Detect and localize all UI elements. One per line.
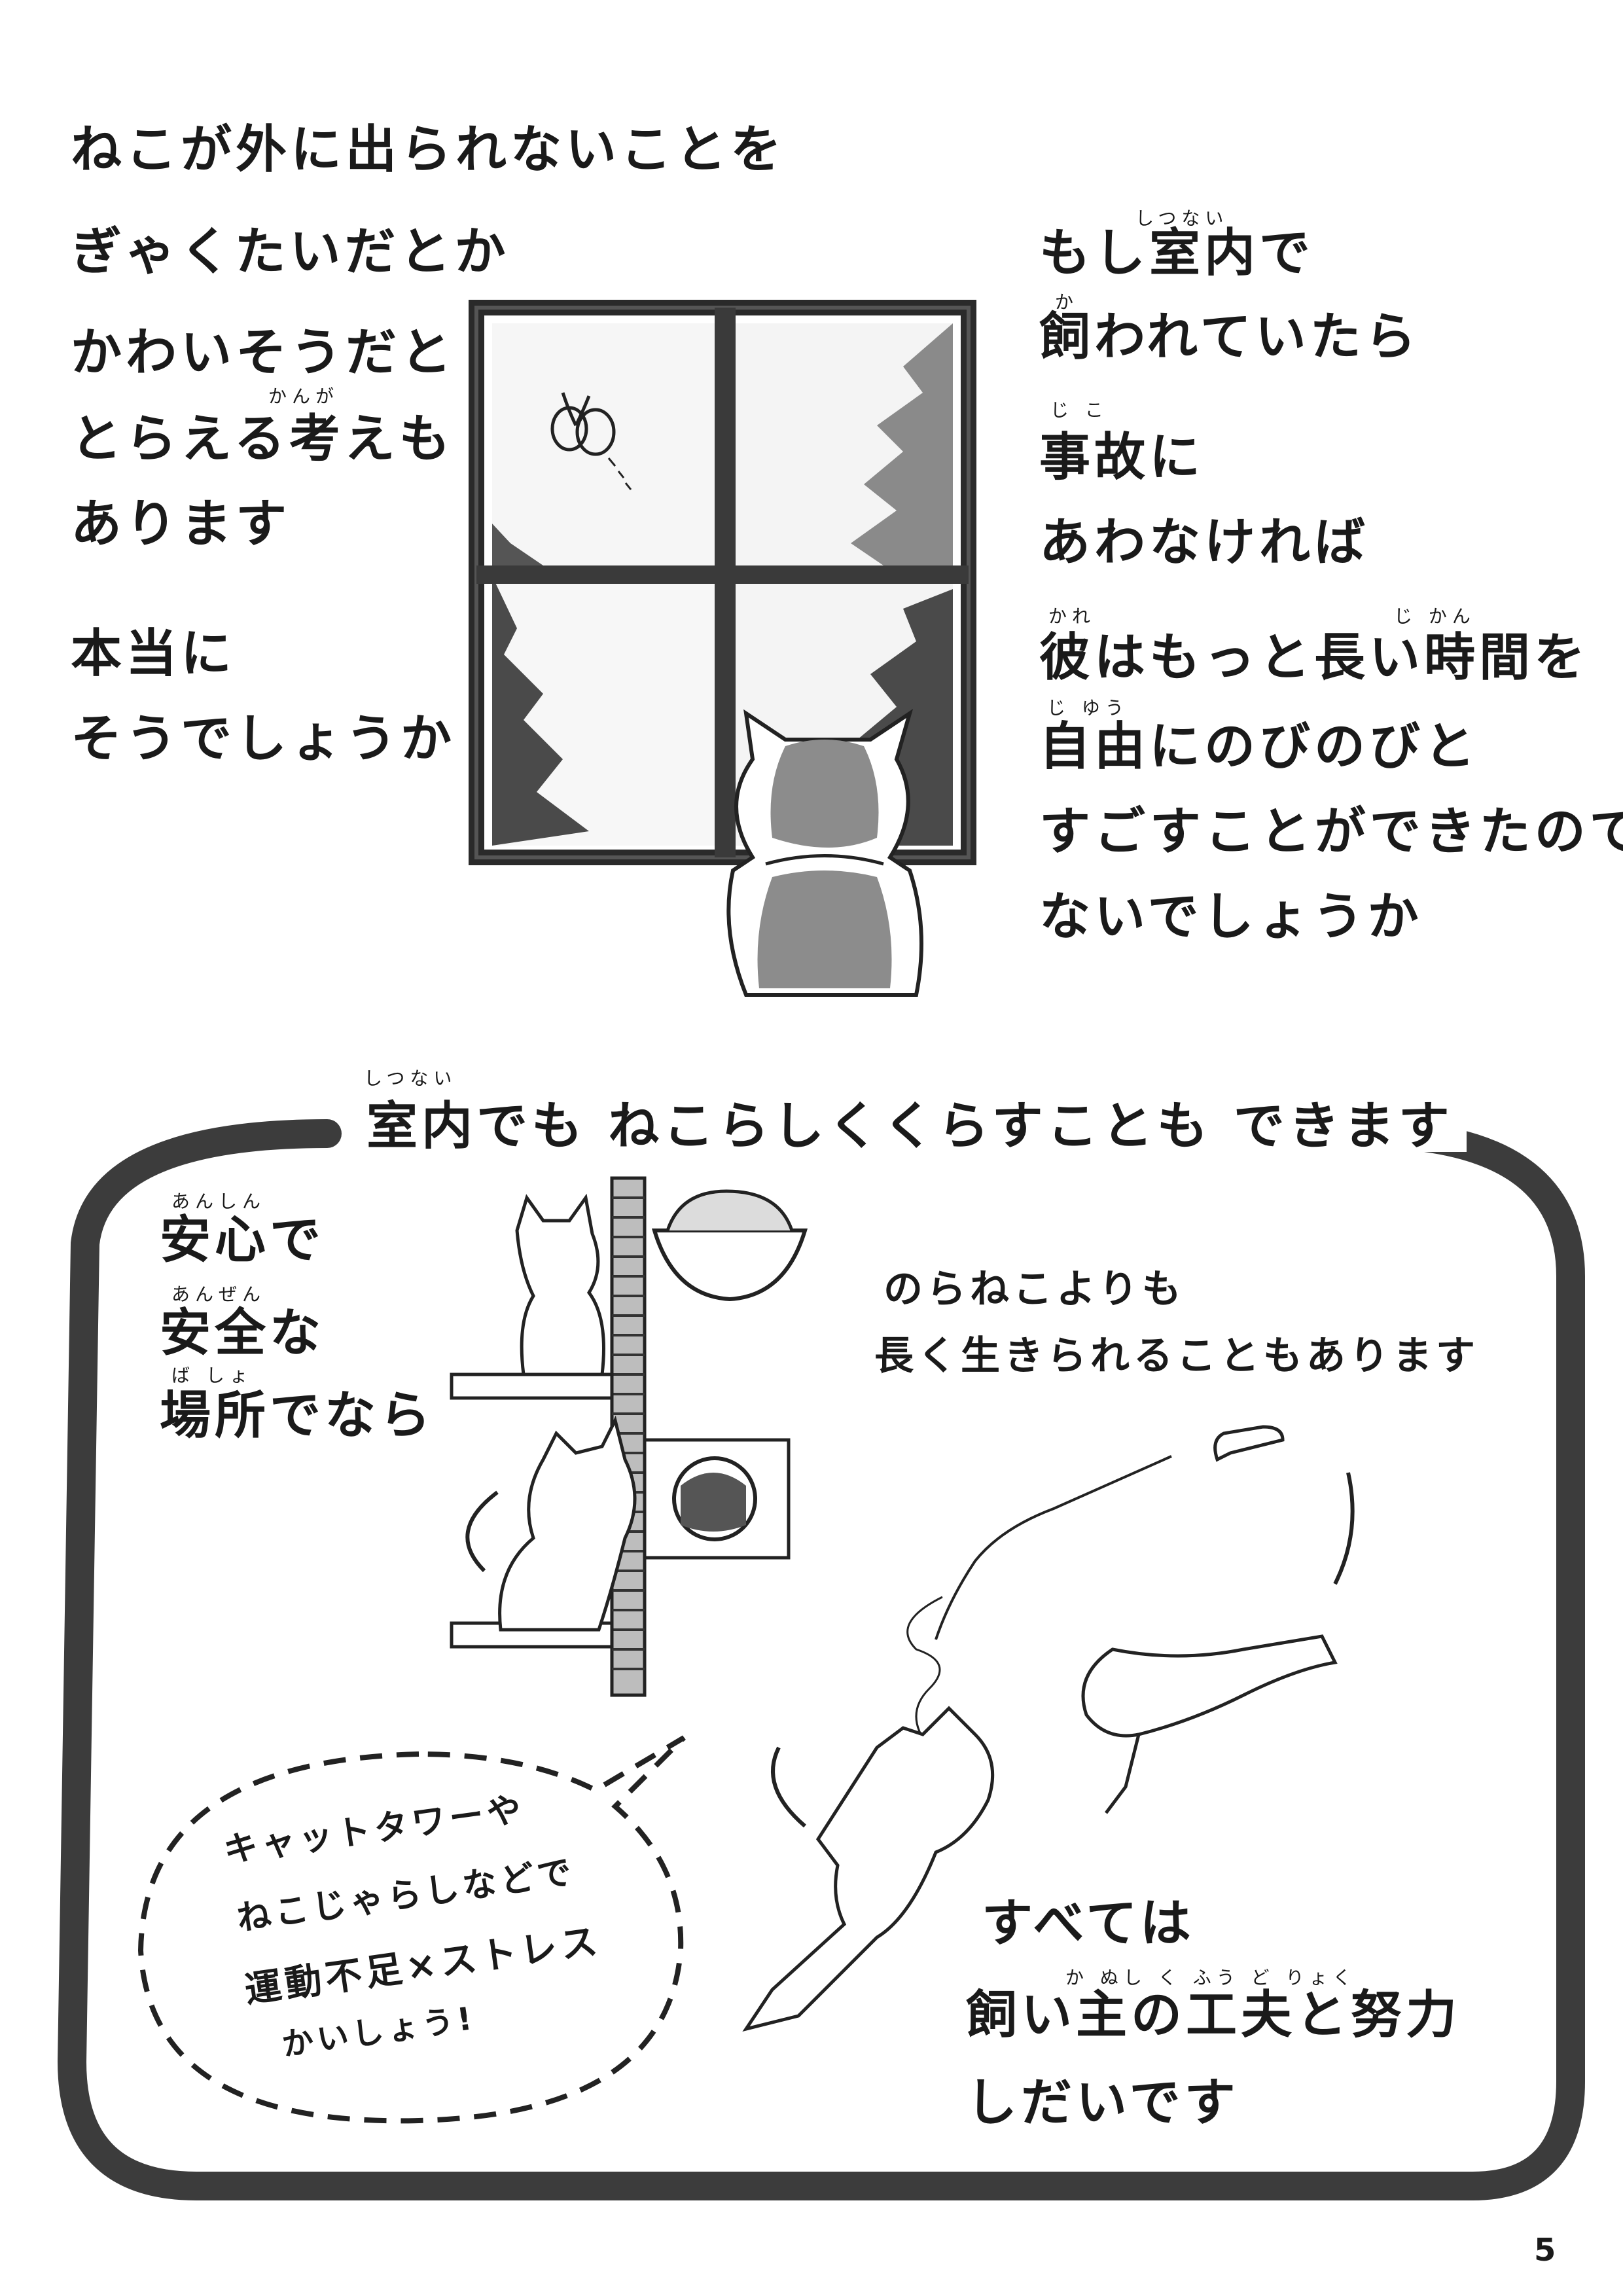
heading-ruby: しつない	[364, 1067, 457, 1089]
question-line-1: 本当に	[71, 624, 236, 683]
butterfly-icon	[550, 392, 632, 490]
safe-line-2: 安全な	[160, 1304, 325, 1363]
conclusion-line-2: 飼い主の工夫と努力	[966, 1986, 1461, 2045]
ruby-jikan: じ かん	[1394, 605, 1476, 627]
stray-line-1: のらねこよりも	[883, 1266, 1185, 1312]
conclusion-ruby: か ぬし く ふう ど りょく	[1065, 1967, 1357, 1988]
top-right-line-6: 自由にのびのびと	[1039, 717, 1480, 776]
cat-tower-icon	[450, 1176, 808, 1697]
safe-ruby-3: ば しょ	[171, 1365, 253, 1386]
ruby-kare: かれ	[1048, 605, 1096, 627]
top-right-line-8: ないでしょうか	[1039, 888, 1423, 946]
window-cat-icon	[726, 708, 923, 997]
top-right-line-1: もし室内で	[1039, 224, 1315, 283]
question-line-2: そうでしょうか	[71, 709, 456, 768]
top-left-line-4: とらえる考えも	[71, 410, 454, 469]
safe-ruby-1: あんしん	[171, 1191, 266, 1212]
ruby-ka: か	[1055, 291, 1079, 313]
top-right-line-4: あわなければ	[1039, 513, 1370, 572]
ruby-jiko: じ こ	[1050, 399, 1109, 421]
safe-line-1: 安心で	[160, 1211, 325, 1270]
top-right-line-5: 彼はもっと長い時間を	[1039, 628, 1590, 687]
conclusion-line-3: しだいです	[966, 2073, 1240, 2132]
safe-ruby-2: あんぜん	[171, 1283, 266, 1305]
playing-cats-icon	[742, 1425, 1355, 2032]
top-left-line-2: ぎゃくたいだとか	[71, 223, 510, 281]
top-right-line-2: 飼われていたら	[1039, 308, 1420, 367]
ruby-shitsunai: しつない	[1135, 207, 1229, 229]
ruby-jiyuu: じ ゆう	[1047, 697, 1129, 719]
ruby-kanga: かんが	[268, 386, 340, 407]
bottom-heading: 室内でも ねこらしくくらすことも できます	[353, 1101, 1467, 1152]
top-left-line-1: ねこが外に出られないことを	[71, 120, 786, 179]
page-number: 5	[1534, 2232, 1556, 2269]
speech-bubble-icon	[137, 1735, 686, 2124]
bottom-frame	[57, 1119, 1585, 2200]
conclusion-line-1: すべては	[982, 1894, 1195, 1953]
top-right-line-3: 事故に	[1039, 428, 1205, 487]
top-right-line-7: すごすことができたのでは	[1039, 802, 1623, 861]
window-illustration	[469, 300, 976, 997]
top-left-line-5: あります	[71, 495, 291, 554]
safe-line-3: 場所でなら	[160, 1386, 435, 1445]
top-left-line-3: かわいそうだと	[71, 323, 456, 382]
stray-line-2: 長く生きられることもあります	[874, 1333, 1479, 1379]
